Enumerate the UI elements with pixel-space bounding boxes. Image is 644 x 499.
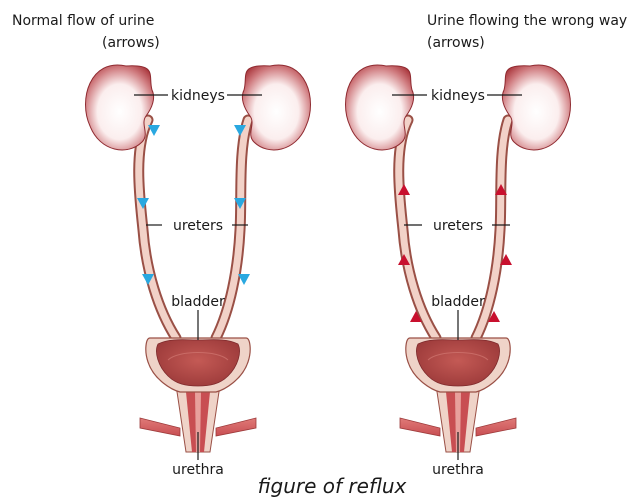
- left-bladder-label: bladder: [171, 294, 225, 310]
- left-title-line2: (arrows): [102, 35, 160, 51]
- right-ureters-label: ureters: [433, 218, 483, 234]
- right-title-line2: (arrows): [427, 35, 485, 51]
- left-ureters-label: ureters: [173, 218, 223, 234]
- right-title-line1: Urine flowing the wrong way: [427, 13, 627, 29]
- right-urethra-label: urethra: [432, 462, 484, 478]
- left-urethra-label: urethra: [172, 462, 224, 478]
- left-urinary-system: [86, 65, 311, 452]
- triangle-down-arrow-icon: [148, 125, 160, 136]
- right-kidneys-label: kidneys: [431, 88, 485, 104]
- right-bladder-label: bladder: [431, 294, 485, 310]
- left-title-line1: Normal flow of urine: [12, 13, 154, 29]
- right-urinary-system: [346, 65, 571, 452]
- figure-caption: figure of reflux: [258, 474, 407, 498]
- left-panel: Normal flow of urine (arrows) kidneys ur…: [12, 13, 311, 478]
- left-kidneys-label: kidneys: [171, 88, 225, 104]
- right-panel: Urine flowing the wrong way (arrows) kid…: [346, 13, 628, 478]
